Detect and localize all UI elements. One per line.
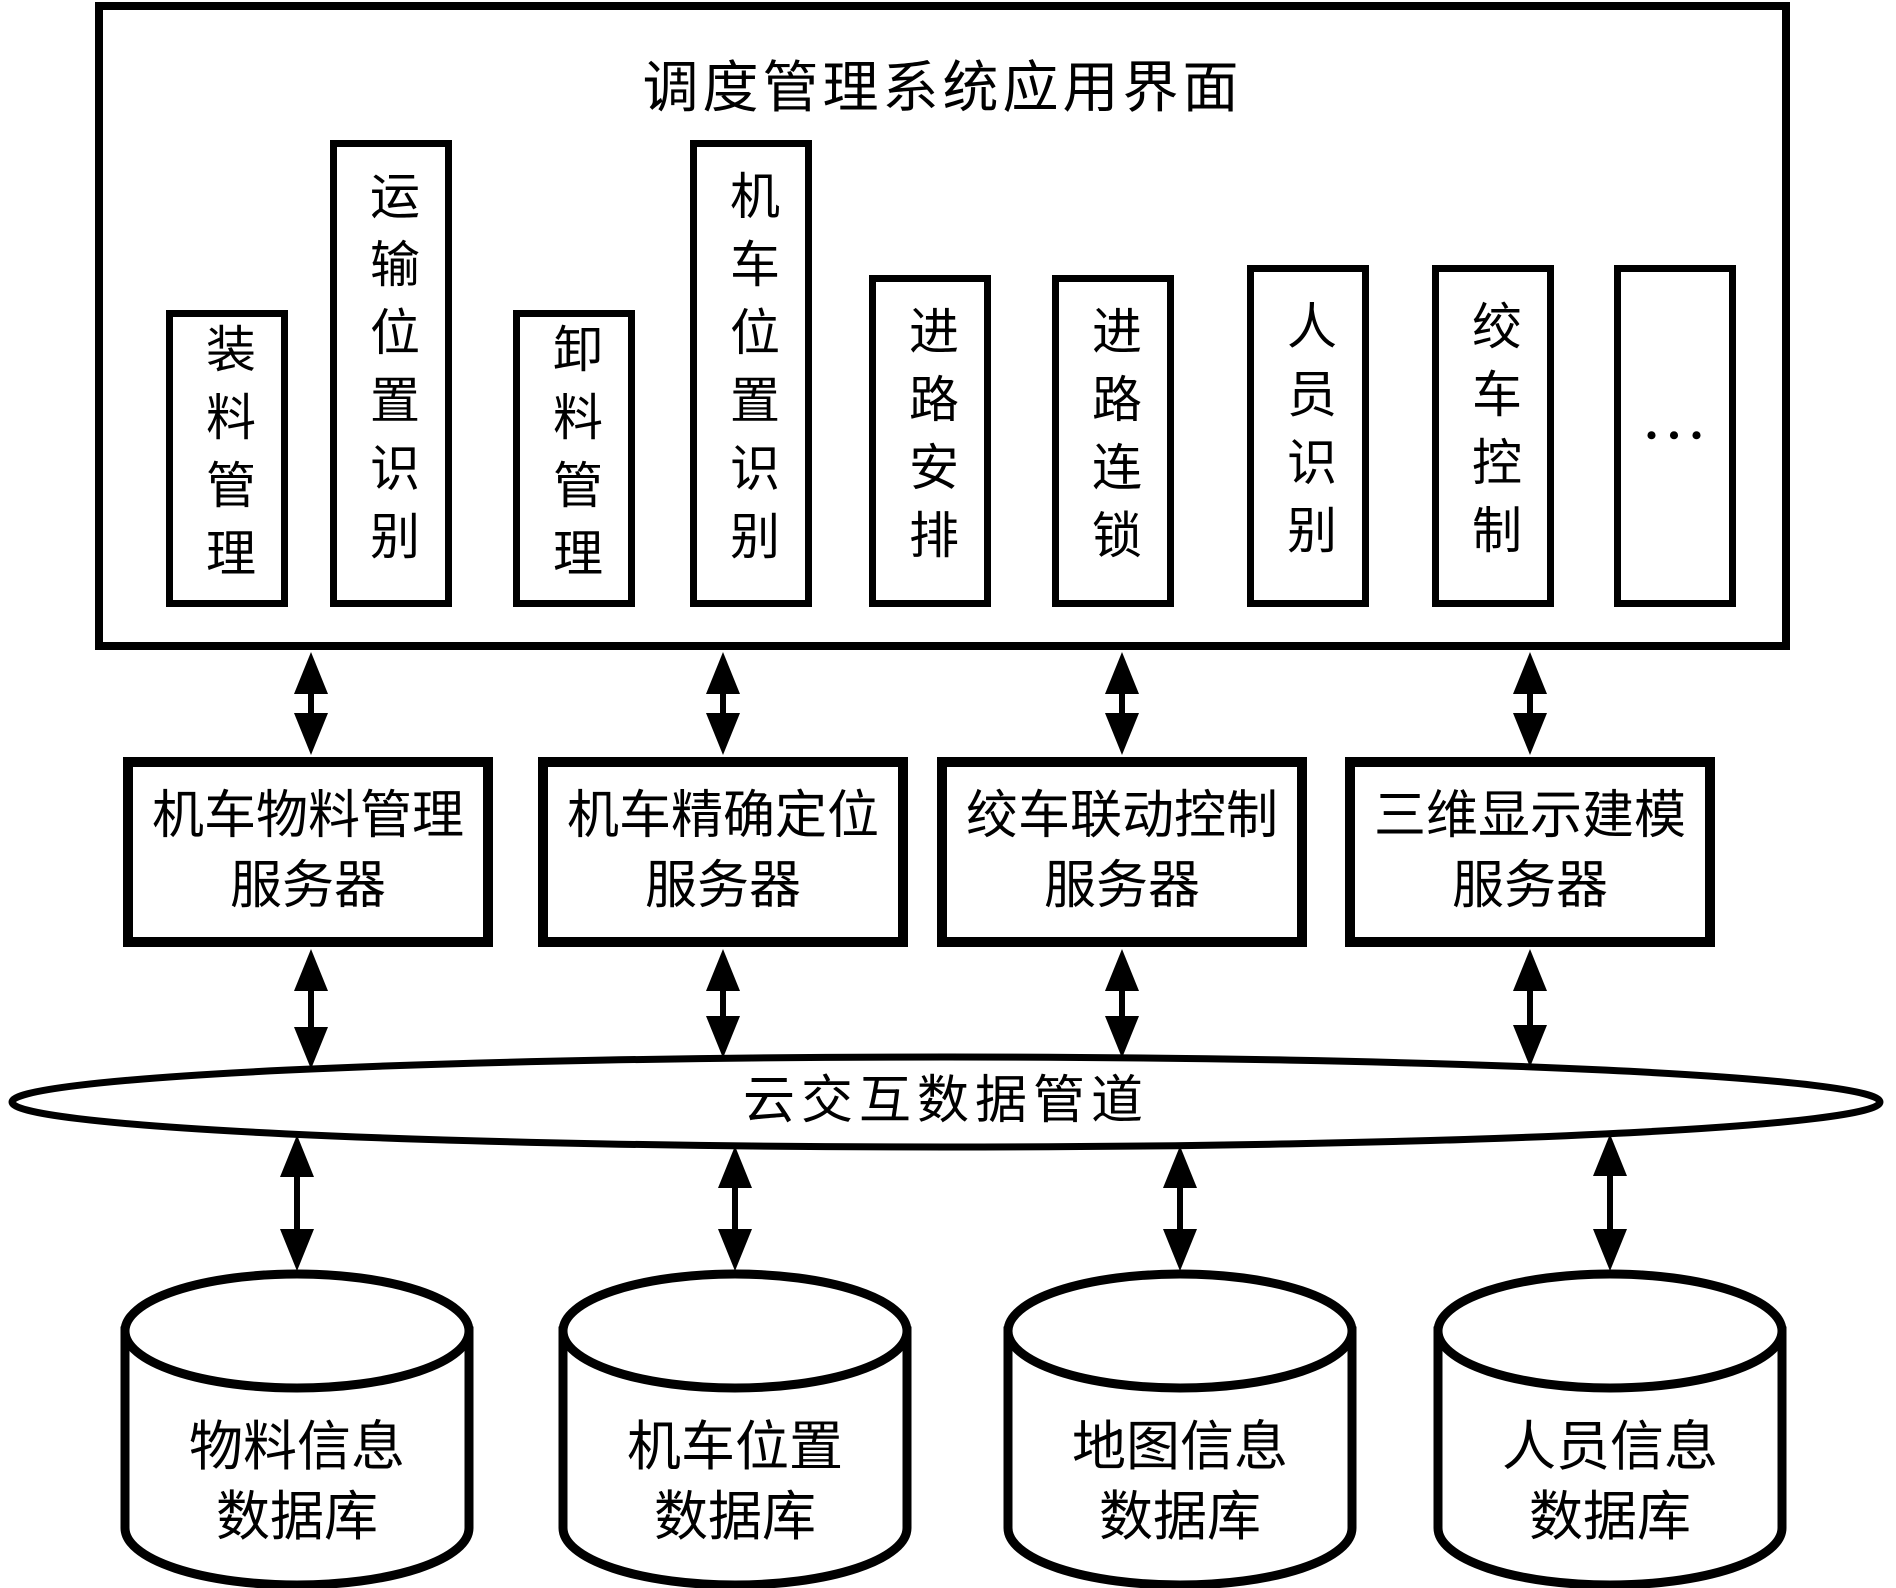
database-label-locomotive-position: 机车位置 数据库 (563, 1412, 907, 1552)
database-label-map-info: 地图信息 数据库 (1008, 1412, 1352, 1552)
database-cylinder-material-info (120, 1269, 474, 1588)
cloud-pipeline-ellipse (8, 1053, 1884, 1151)
module-box-personnel-recognition: 人员识别 (1247, 265, 1369, 607)
app-interface-title: 调度管理系统应用界面 (642, 58, 1243, 120)
database-label-line2: 数据库 (1529, 1487, 1691, 1547)
database-label-personnel-info: 人员信息 数据库 (1438, 1412, 1782, 1552)
database-label-line1: 物料信息 (189, 1417, 405, 1477)
arrow-app-server-3 (1105, 652, 1139, 755)
module-box-more-ellipsis: ••• (1614, 265, 1736, 607)
database-label-line2: 数据库 (1099, 1487, 1261, 1547)
module-label: 运输位置识别 (363, 169, 419, 578)
arrow-pipeline-db-2 (718, 1146, 752, 1271)
arrow-server-pipeline-4 (1513, 949, 1547, 1067)
arrow-pipeline-db-3 (1163, 1146, 1197, 1271)
pipeline-label: 云交互数据管道 (742, 1073, 1149, 1130)
arrow-pipeline-db-4 (1593, 1134, 1627, 1271)
database-label-line1: 人员信息 (1502, 1417, 1718, 1477)
module-box-loading-management: 装料管理 (166, 310, 288, 607)
server-locomotive-precise-positioning: 机车精确定位 服务器 (538, 757, 908, 947)
ellipsis-dots: ••• (1646, 419, 1714, 452)
server-label-line2: 服务器 (229, 858, 386, 915)
arrow-pipeline-db-1 (280, 1135, 314, 1271)
database-cylinder-locomotive-position (558, 1269, 912, 1588)
database-label-material-info: 物料信息 数据库 (125, 1412, 469, 1552)
server-label-line2: 服务器 (644, 858, 801, 915)
module-label: 进路连锁 (1085, 305, 1141, 577)
server-label-line1: 机车物料管理 (151, 788, 464, 845)
module-box-route-arrangement: 进路安排 (869, 275, 991, 607)
server-locomotive-material-management: 机车物料管理 服务器 (123, 757, 493, 947)
server-3d-display-modeling: 三维显示建模 服务器 (1345, 757, 1715, 947)
database-label-line2: 数据库 (216, 1487, 378, 1547)
arrow-app-server-4 (1513, 652, 1547, 755)
module-label: 进路安排 (902, 305, 958, 577)
server-label-line1: 三维显示建模 (1373, 788, 1686, 845)
module-label: 装料管理 (199, 322, 255, 595)
database-label-line1: 机车位置 (627, 1417, 843, 1477)
arrow-app-server-2 (706, 652, 740, 755)
arrow-server-pipeline-2 (706, 949, 740, 1058)
server-label-line2: 服务器 (1451, 858, 1608, 915)
arrow-server-pipeline-1 (294, 949, 328, 1069)
arrow-app-server-1 (294, 652, 328, 755)
module-box-unloading-management: 卸料管理 (513, 310, 635, 607)
module-label: 绞车控制 (1465, 300, 1521, 572)
module-box-route-interlocking: 进路连锁 (1052, 275, 1174, 607)
server-label-line1: 机车精确定位 (566, 788, 879, 845)
module-label: 机车位置识别 (723, 169, 779, 578)
server-label-line1: 绞车联动控制 (965, 788, 1278, 845)
module-label: 卸料管理 (546, 322, 602, 595)
module-label: 人员识别 (1280, 300, 1336, 572)
module-box-transport-position-recognition: 运输位置识别 (330, 140, 452, 607)
app-interface-box: 调度管理系统应用界面 装料管理 运输位置识别 卸料管理 机车位置识别 进路安排 … (95, 2, 1790, 650)
server-label-line2: 服务器 (1043, 858, 1200, 915)
database-cylinder-map-info (1003, 1269, 1357, 1588)
database-label-line2: 数据库 (654, 1487, 816, 1547)
database-cylinder-personnel-info (1433, 1269, 1787, 1588)
arrow-server-pipeline-3 (1105, 949, 1139, 1058)
module-box-winch-control: 绞车控制 (1432, 265, 1554, 607)
database-label-line1: 地图信息 (1072, 1417, 1288, 1477)
server-winch-linkage-control: 绞车联动控制 服务器 (937, 757, 1307, 947)
module-box-locomotive-position-recognition: 机车位置识别 (690, 140, 812, 607)
